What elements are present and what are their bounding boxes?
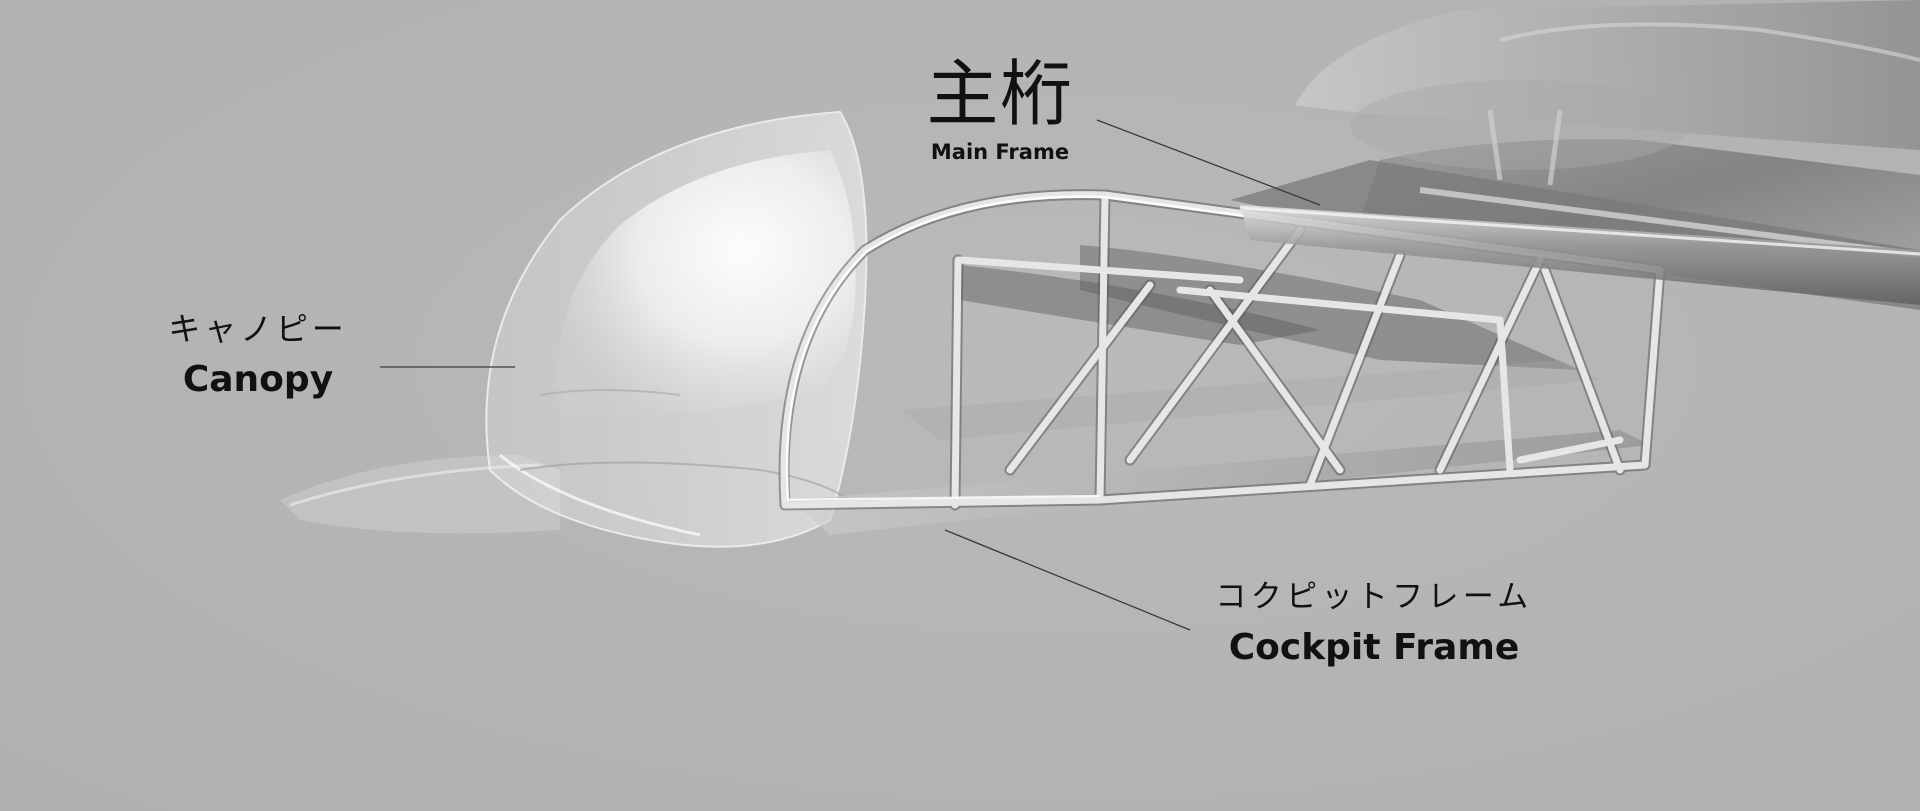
canopy-shape — [485, 110, 868, 548]
label-main-frame-en: Main Frame — [930, 140, 1070, 164]
cockpit-floor — [790, 360, 1650, 535]
leader-lines — [380, 119, 1321, 631]
leader-line-main-frame — [1096, 119, 1321, 206]
main-spar-boom — [1239, 205, 1920, 305]
label-main-frame: 主桁 Main Frame — [912, 52, 1088, 166]
label-cockpit-frame-ja: コクピットフレーム — [1215, 579, 1533, 615]
label-canopy-ja: キャノピー — [168, 310, 348, 348]
label-canopy-en: Canopy — [182, 359, 334, 400]
label-cockpit-frame-en: Cockpit Frame — [1228, 627, 1520, 668]
label-canopy: キャノピー Canopy — [140, 308, 376, 404]
label-main-frame-ja: 主桁 — [926, 52, 1074, 136]
label-cockpit-frame: コクピットフレーム Cockpit Frame — [1178, 576, 1570, 672]
leader-line-cockpit-frame — [944, 529, 1191, 631]
